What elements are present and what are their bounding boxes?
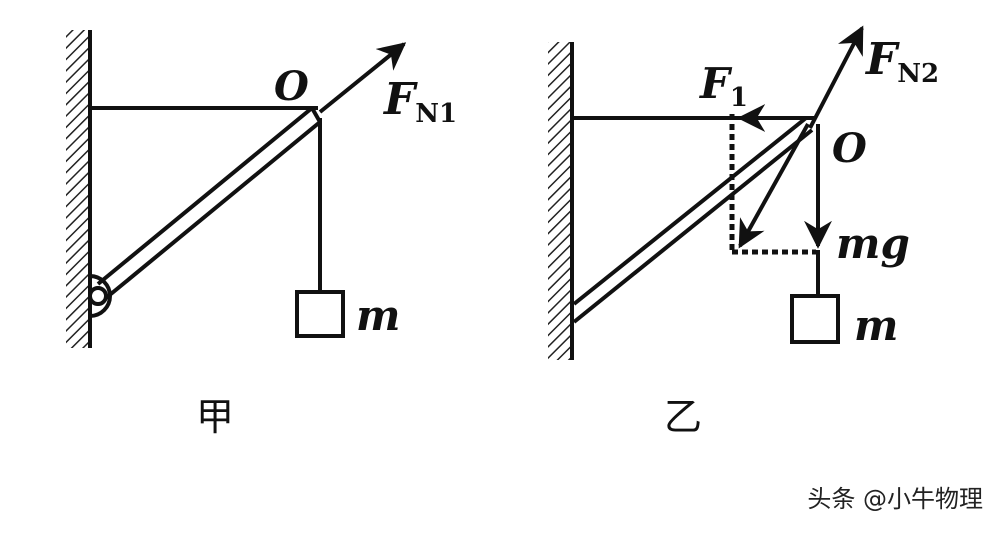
wall-right bbox=[548, 42, 570, 360]
point-o-label-right: O bbox=[832, 125, 867, 172]
force-fn2-label: FN2 bbox=[864, 34, 939, 89]
watermark: 头条 @小牛物理 bbox=[807, 485, 983, 513]
strut-right bbox=[572, 116, 814, 324]
point-o-label-left: O bbox=[274, 63, 309, 110]
mass-block-left bbox=[295, 290, 345, 338]
force-fn1-label: FN1 bbox=[382, 74, 457, 129]
mass-block-right bbox=[790, 294, 840, 344]
figure-right: F1 FN2 O mg m 乙 bbox=[548, 25, 939, 439]
strut-left bbox=[96, 106, 322, 300]
figure-left: O FN1 m 甲 bbox=[66, 30, 457, 439]
hinge-icon bbox=[88, 274, 113, 318]
weight-mg-label: mg bbox=[836, 219, 910, 268]
force-arrow-fn2 bbox=[808, 25, 864, 129]
force-f1-label: F1 bbox=[699, 59, 748, 113]
caption-right: 乙 bbox=[664, 395, 702, 439]
mass-label-right: m bbox=[854, 301, 898, 350]
wall-left bbox=[66, 30, 88, 348]
caption-left: 甲 bbox=[196, 395, 234, 439]
force-arrow-fn1 bbox=[318, 42, 407, 114]
mass-label-left: m bbox=[356, 291, 400, 340]
resultant-arrow bbox=[738, 123, 810, 249]
